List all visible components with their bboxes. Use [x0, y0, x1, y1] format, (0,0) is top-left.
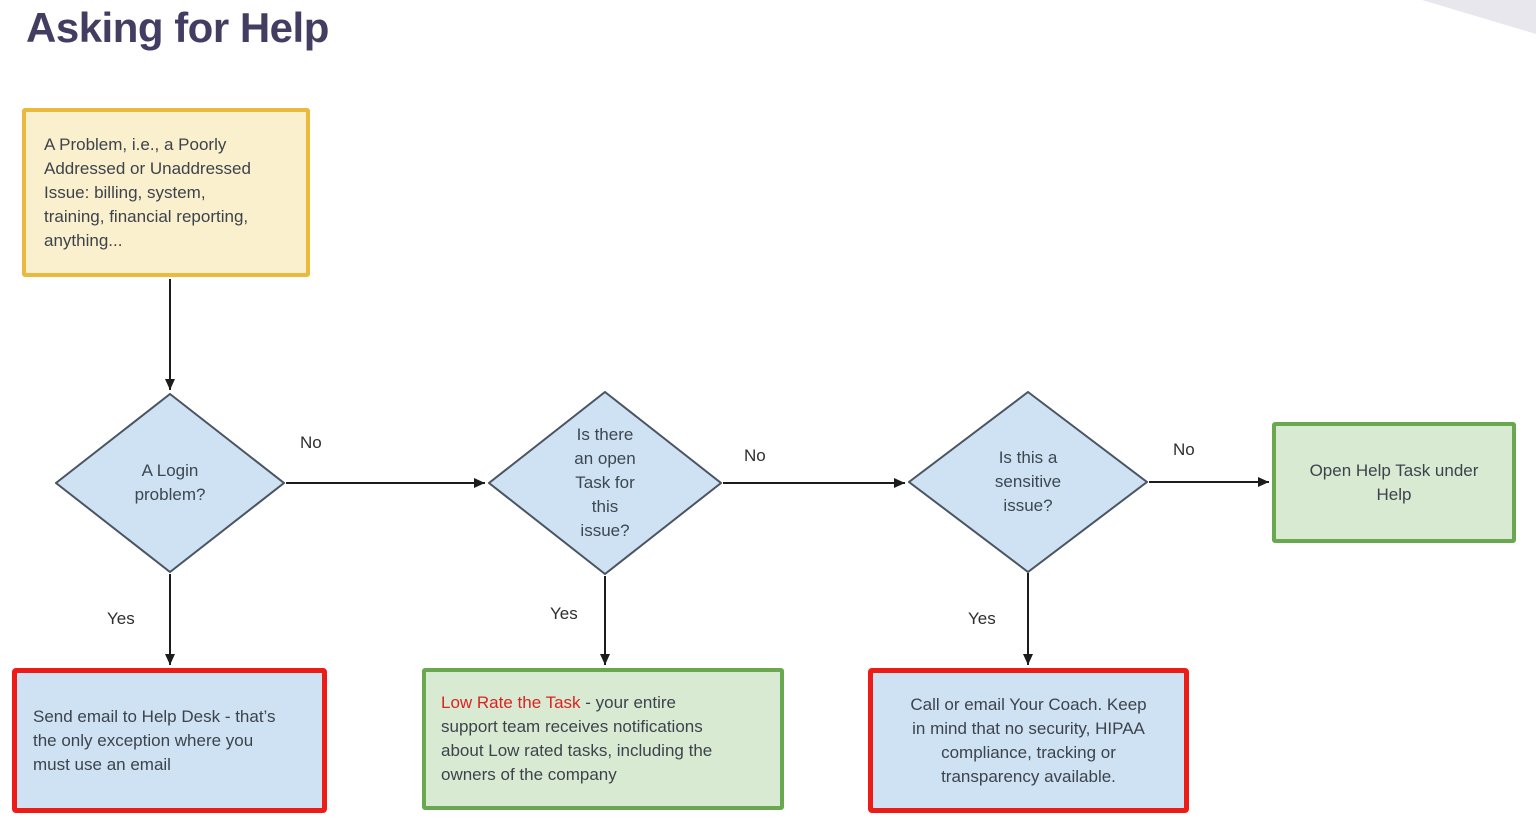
page-title: Asking for Help [26, 4, 329, 51]
outcome-open-help-task: Open Help Task under Help [1272, 422, 1516, 543]
decision-open-task-text: Is there an open Task for this issue? [574, 425, 636, 540]
edge-label-yes-login: Yes [107, 609, 135, 628]
edge-label-no-login: No [300, 433, 322, 452]
outcome-call-coach: Call or email Your Coach. Keep in mind t… [868, 668, 1189, 813]
edge-label-yes-opentask: Yes [550, 604, 578, 623]
start-node-text: A Problem, i.e., a Poorly Addressed or U… [44, 134, 251, 250]
low-rate-highlight: Low Rate the Task [441, 693, 581, 712]
corner-decoration [1422, 0, 1536, 34]
start-node-problem: A Problem, i.e., a Poorly Addressed or U… [22, 108, 310, 277]
edge-label-no-opentask: No [744, 446, 766, 465]
outcome-help-desk-email: Send email to Help Desk - that’s the onl… [12, 668, 327, 813]
diamond-shape [55, 393, 285, 573]
edge-label-yes-sensitive: Yes [968, 609, 996, 628]
outcome-low-rate-task-text: Low Rate the Task - your entire support … [441, 691, 741, 787]
decision-login-problem: A Login problem? [55, 393, 285, 573]
edge-label-no-sensitive: No [1173, 440, 1195, 459]
diamond-shape [488, 391, 722, 575]
low-rate-rest: - your entire support team receives noti… [441, 693, 713, 784]
decision-sensitive-text: Is this a sensitive issue? [994, 448, 1062, 515]
decision-sensitive-issue: Is this a sensitive issue? [908, 391, 1148, 573]
decision-open-task: Is there an open Task for this issue? [488, 391, 722, 575]
outcome-call-coach-text: Call or email Your Coach. Keep in mind t… [910, 694, 1147, 786]
outcome-open-help-task-text: Open Help Task under Help [1309, 460, 1479, 504]
decision-login-text: A Login problem? [134, 461, 206, 504]
outcome-low-rate-task: Low Rate the Task - your entire support … [422, 668, 784, 810]
diamond-shape [908, 391, 1148, 573]
outcome-help-desk-email-text: Send email to Help Desk - that’s the onl… [33, 706, 276, 774]
